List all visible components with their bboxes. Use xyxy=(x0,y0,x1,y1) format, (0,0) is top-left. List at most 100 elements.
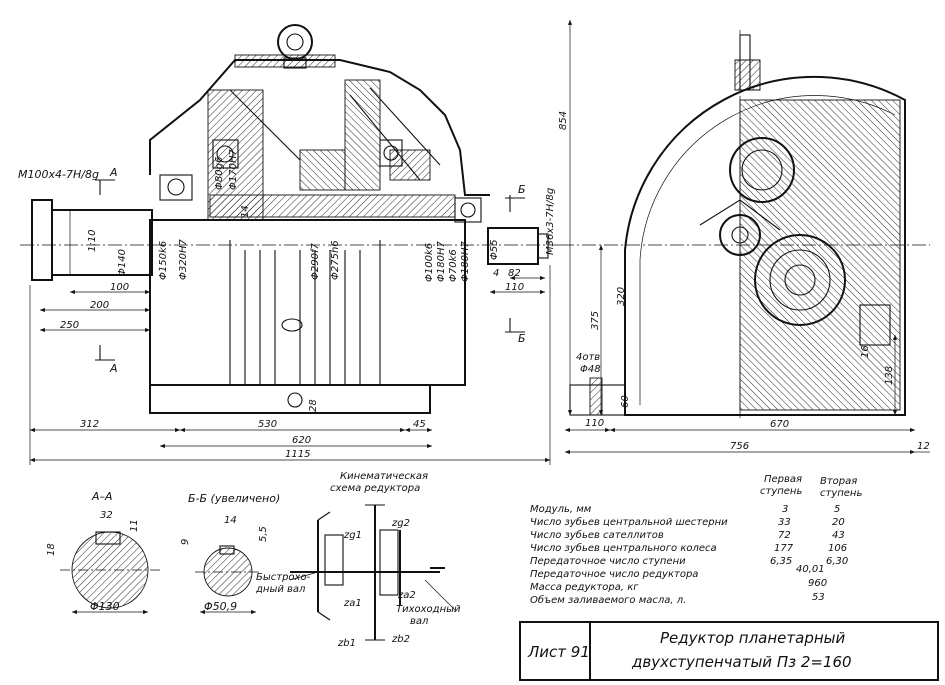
spec-row-label: Число зубьев центрального колеса xyxy=(530,542,717,554)
dim-taper: 1:10 xyxy=(87,230,98,252)
section-mark-b-top: Б xyxy=(518,183,526,196)
title-sheet-number: Лист 91 xyxy=(527,643,590,661)
spec-row-label: Модуль, мм xyxy=(530,504,592,515)
section-aa-title: А–А xyxy=(91,490,113,503)
dim-h138: 138 xyxy=(884,366,895,385)
dim-d82: 82 xyxy=(508,268,521,279)
dim-w110: 110 xyxy=(585,418,604,429)
dim-d312: 312 xyxy=(80,419,99,430)
section-aa-w11: 11 xyxy=(129,519,140,532)
dim-d100w: 100 xyxy=(110,282,129,293)
spec-col1-b: ступень xyxy=(760,486,802,497)
kin-title2: схема редуктора xyxy=(330,483,420,494)
dim-w670: 670 xyxy=(770,419,789,430)
side-dimensions xyxy=(565,20,930,455)
spec-col2-a: Вторая xyxy=(820,476,857,487)
dim-d180b: Φ180H7 xyxy=(460,241,471,282)
section-aa-diam: Φ130 xyxy=(90,600,120,613)
spec-row-v2: 5 xyxy=(834,504,840,515)
spec-row-v1: 3 xyxy=(782,504,788,515)
kin-za2: za2 xyxy=(397,590,416,601)
dim-w12: 12 xyxy=(917,441,930,452)
kin-title1: Кинематическая xyxy=(340,471,428,482)
side-view xyxy=(560,30,930,420)
spec-row-v1: 72 xyxy=(778,530,791,541)
base-plate xyxy=(149,384,431,414)
dim-d80: Φ80g6 xyxy=(214,157,225,190)
title-line-2: двухступенчатый Пз 2=160 xyxy=(631,653,852,671)
dim-h320: 320 xyxy=(616,287,627,306)
spec-row-v1: 33 xyxy=(778,517,791,528)
spec-row-v2: 6,30 xyxy=(826,556,848,567)
spec-total-label: Передаточное число редуктора xyxy=(530,569,698,580)
spec-total-label: Объем заливаемого масла, л. xyxy=(530,594,686,606)
dim-d170: Φ170H7 xyxy=(228,149,239,190)
front-view xyxy=(20,24,560,414)
section-aa xyxy=(60,531,160,615)
spec-total-label: Масса редуктора, кг xyxy=(530,582,639,593)
spec-row-v1: 6,35 xyxy=(770,556,792,567)
section-aa-w32: 32 xyxy=(100,510,113,521)
dim-d45: 45 xyxy=(413,419,426,430)
dim-d150: Φ150k6 xyxy=(158,241,169,280)
kin-slow-shaft1: Тихоходный xyxy=(396,604,461,615)
kin-za1: za1 xyxy=(343,598,362,609)
dim-h375: 375 xyxy=(590,311,601,330)
input-shaft xyxy=(31,199,53,281)
section-mark-a-bottom: А xyxy=(109,362,118,375)
planet-gear-lower xyxy=(754,234,846,326)
dim-d4: 4 xyxy=(493,268,499,279)
kin-zg2: zg2 xyxy=(391,518,410,529)
spec-total-value: 40,01 xyxy=(796,564,825,575)
section-bb-h9: 9 xyxy=(180,539,191,545)
kin-zg1: zg1 xyxy=(343,530,362,541)
kinematic-scheme xyxy=(289,504,456,641)
side-housing xyxy=(624,75,906,416)
spec-row-v2: 43 xyxy=(832,530,845,541)
kin-fast-shaft2: дный вал xyxy=(255,584,306,595)
section-bb xyxy=(195,545,260,615)
dim-hole-d: Φ48 xyxy=(580,364,601,375)
dim-d250: 250 xyxy=(60,320,79,331)
dim-d100: Φ100k6 xyxy=(424,243,435,282)
spec-col2-b: ступень xyxy=(820,488,862,499)
kin-zb1: zb1 xyxy=(337,638,356,649)
dim-thread-left: M100x4-7H/8g xyxy=(18,168,99,181)
section-bb-h5: 5,5 xyxy=(258,526,269,542)
spec-row-label: Число зубьев сателлитов xyxy=(530,529,664,541)
section-bb-w14: 14 xyxy=(224,515,237,526)
kin-fast-shaft1: Быстрохо- xyxy=(256,572,311,583)
spec-row-v2: 20 xyxy=(832,517,845,528)
dim-d180: Φ180H7 xyxy=(436,241,447,282)
dim-d55: Φ55 xyxy=(489,239,500,260)
spec-row-v1: 177 xyxy=(774,543,794,554)
dim-holes: 4отв xyxy=(576,352,600,363)
dim-d28: 28 xyxy=(308,399,319,412)
dim-d530: 530 xyxy=(258,419,277,430)
section-aa-h18: 18 xyxy=(46,543,57,556)
section-mark-a-top: А xyxy=(109,166,118,179)
dim-d110: 110 xyxy=(505,282,524,293)
spec-row-v2: 106 xyxy=(828,543,847,554)
dim-d200: 200 xyxy=(90,300,109,311)
lifting-eye xyxy=(277,24,313,60)
dim-d70: Φ70k6 xyxy=(448,249,459,282)
housing-top xyxy=(149,59,490,196)
dim-h16: 16 xyxy=(860,345,871,358)
spec-row-label: Число зубьев центральной шестерни xyxy=(530,516,728,528)
dim-h60: 60 xyxy=(620,395,631,408)
kin-zb2: zb2 xyxy=(391,634,410,645)
dim-d320: Φ320H7 xyxy=(178,239,189,280)
section-mark-b-bottom: Б xyxy=(518,332,526,345)
title-block xyxy=(519,621,939,681)
spec-total-value: 53 xyxy=(812,592,825,603)
front-dimensions xyxy=(29,179,551,465)
spec-col1-a: Первая xyxy=(764,474,802,485)
title-line-1: Редуктор планетарный xyxy=(660,629,846,647)
dim-d140: Φ140 xyxy=(117,249,128,276)
dim-d620: 620 xyxy=(292,435,311,446)
spec-total-value: 960 xyxy=(808,578,827,589)
section-bb-diam: Φ50,9 xyxy=(204,600,237,613)
kin-slow-shaft2: вал xyxy=(410,616,429,627)
